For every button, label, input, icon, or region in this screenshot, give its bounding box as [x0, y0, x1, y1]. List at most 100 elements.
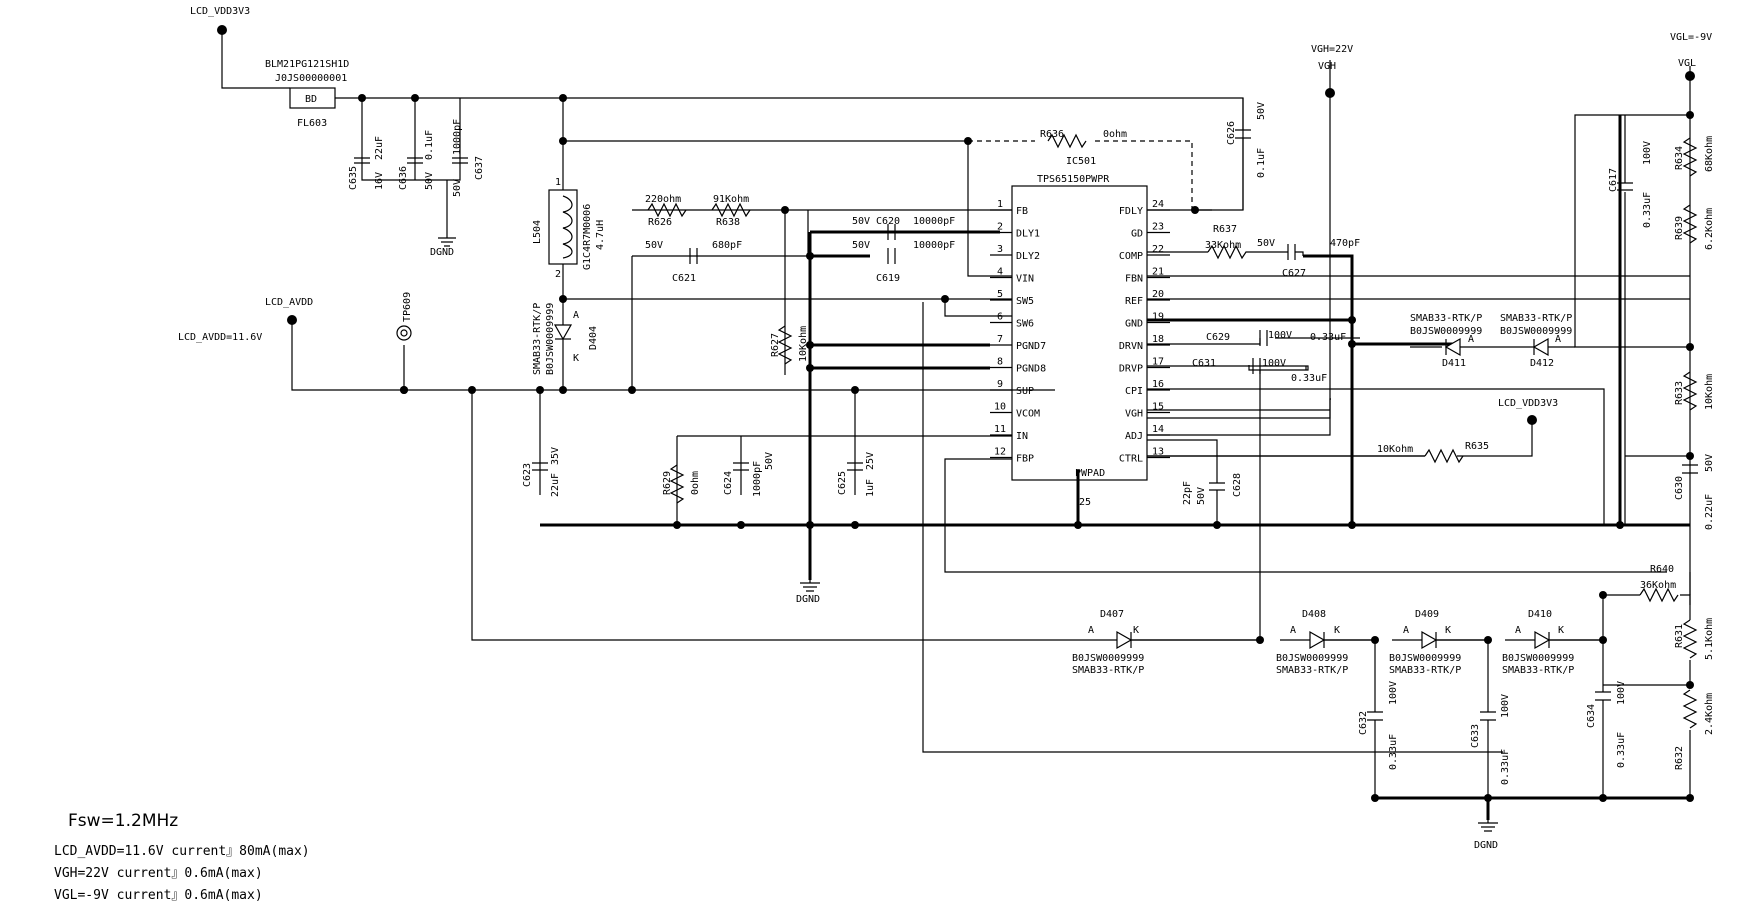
- ic-pin-name: FBN: [1125, 274, 1143, 285]
- r627-resistor: R627 10Kohm: [770, 325, 809, 365]
- ic-pin-number: 15: [1152, 402, 1164, 413]
- fl603-body-label: BD: [305, 94, 317, 105]
- c625-value: 1uF: [865, 479, 876, 497]
- c632-voltage: 100V: [1388, 681, 1399, 705]
- fl603-ref-label: FL603: [297, 118, 327, 129]
- c629-capacitor: C629 100V 0.33uF: [1206, 330, 1346, 346]
- r632-ref: R632: [1674, 746, 1685, 770]
- c630-voltage: 50V: [1704, 454, 1715, 472]
- c623-capacitor: C623 22uF 35V: [522, 447, 561, 497]
- lcd-avdd-label: LCD_AVDD: [265, 297, 313, 308]
- d410-code: B0JSW0009999: [1502, 653, 1574, 664]
- l504-ref: L504: [532, 220, 543, 244]
- l504-inductor: 1 2 L504 G1C4R7M0006 4.7uH: [532, 177, 606, 280]
- ground-symbol-2: DGND: [796, 580, 820, 605]
- ic-pin-name: DLY1: [1016, 229, 1040, 240]
- vgl-label: VGL: [1678, 58, 1696, 69]
- fl603-ferrite-bead: BD BLM21PG121SH1D J0JS00000001 FL603: [265, 59, 349, 129]
- d404-ref: D404: [588, 326, 599, 350]
- c631-ref: C631: [1192, 358, 1216, 369]
- ic-pin-name: DLY2: [1016, 251, 1040, 262]
- lcd-avdd-port: LCD_AVDD LCD_AVDD=11.6V: [178, 297, 313, 343]
- r635-ref: R635: [1465, 441, 1489, 452]
- d410-anode: A: [1515, 625, 1521, 636]
- c635-value: 22uF: [374, 136, 385, 160]
- r636-ref: R636: [1040, 129, 1064, 140]
- d404-part: SMAB33-RTK/P: [532, 303, 543, 375]
- r635-value: 10Kohm: [1377, 444, 1413, 455]
- c636-value: 0.1uF: [424, 130, 435, 160]
- vgl-value-label: VGL=-9V: [1670, 32, 1712, 43]
- r636-dashed-link: [968, 140, 1193, 210]
- ic-pin-number: 7: [997, 334, 1003, 345]
- dgnd-label-2: DGND: [796, 594, 820, 605]
- r640-ref: R640: [1650, 564, 1674, 575]
- r633-ref: R633: [1674, 381, 1685, 405]
- d411-part: SMAB33-RTK/P: [1410, 313, 1482, 324]
- r639-resistor: R639 6.2Kohm: [1674, 204, 1715, 250]
- ic-pin-name: GD: [1131, 229, 1143, 240]
- ic-left-pins: 1FB2DLY13DLY24VIN5SW56SW67PGND78PGND89SU…: [990, 199, 1046, 465]
- ic-pin-number: 12: [994, 447, 1006, 458]
- r626-resistor: 220ohm R626: [645, 194, 687, 228]
- r629-value: 0ohm: [690, 471, 701, 495]
- ic-pin-name: SUP: [1016, 386, 1034, 397]
- c617-value: 0.33uF: [1642, 192, 1653, 228]
- c619-capacitor: 50V 10000pF C619: [852, 240, 955, 284]
- c621-ref: C621: [672, 273, 696, 284]
- c623-ref: C623: [522, 463, 533, 487]
- c619-voltage: 50V: [852, 240, 870, 251]
- ground-symbol-1: DGND: [430, 235, 456, 258]
- r631-value: 5.1Kohm: [1704, 618, 1715, 660]
- l504-part: G1C4R7M0006: [582, 204, 593, 270]
- c621-voltage: 50V: [645, 240, 663, 251]
- r635-resistor: 10Kohm R635: [1377, 441, 1489, 464]
- d409-code: B0JSW0009999: [1389, 653, 1461, 664]
- c634-capacitor: C634 100V 0.33uF: [1586, 681, 1627, 768]
- d407-ref: D407: [1100, 609, 1124, 620]
- ic-pin-number: 6: [997, 312, 1003, 323]
- ic-pin-name: SW6: [1016, 319, 1034, 330]
- ic-right-pins: 24FDLY23GD22COMP21FBN20REF19GND18DRVN17D…: [1119, 199, 1170, 465]
- ic-part: TPS65150PWPR: [1037, 174, 1110, 185]
- l504-pin1: 1: [555, 177, 561, 188]
- fl603-part-label: BLM21PG121SH1D: [265, 59, 349, 70]
- c631-value: 0.33uF: [1291, 373, 1327, 384]
- c625-voltage: 25V: [865, 452, 876, 470]
- ic-pin-name: SW5: [1016, 296, 1034, 307]
- ic-pin-name: DRVN: [1119, 341, 1143, 352]
- dgnd-label-1: DGND: [430, 247, 454, 258]
- ic-pwpad: PWPAD: [1075, 468, 1105, 479]
- tp609-label: TP609: [402, 292, 413, 322]
- c628-voltage: 50V: [1196, 487, 1207, 505]
- c627-ref: C627: [1282, 268, 1306, 279]
- wires: [221, 30, 1691, 798]
- c633-voltage: 100V: [1500, 694, 1511, 718]
- ic-pin-name: CPI: [1125, 386, 1143, 397]
- r640-resistor: R640 36Kohm: [1639, 564, 1679, 603]
- fsw-note: Fsw=1.2MHz: [68, 811, 178, 831]
- ic-pin-name: PGND7: [1016, 341, 1046, 352]
- c625-ref: C625: [837, 471, 848, 495]
- ground-bus: [540, 115, 1690, 820]
- ic-pin-number: 10: [994, 402, 1006, 413]
- r631-resistor: R631 5.1Kohm: [1674, 618, 1715, 660]
- ic-pin-name: COMP: [1119, 251, 1143, 262]
- c635-voltage: 16V: [374, 172, 385, 190]
- ic-pin-number: 20: [1152, 289, 1164, 300]
- c624-voltage: 50V: [764, 452, 775, 470]
- r638-resistor: 91Kohm R638: [711, 194, 751, 228]
- ic-pin-number: 21: [1152, 267, 1164, 278]
- d408-part: SMAB33-RTK/P: [1276, 665, 1348, 676]
- ic-pin-name: VGH: [1125, 409, 1143, 420]
- d407-anode: A: [1088, 625, 1094, 636]
- r626-value: 220ohm: [645, 194, 681, 205]
- ic-pin-number: 17: [1152, 357, 1164, 368]
- d412-part: SMAB33-RTK/P: [1500, 313, 1572, 324]
- d410-ref: D410: [1528, 609, 1552, 620]
- ic-pin-name: REF: [1125, 296, 1143, 307]
- ic-pin-number: 4: [997, 267, 1003, 278]
- d407-part: SMAB33-RTK/P: [1072, 665, 1144, 676]
- c637-ref: C637: [474, 156, 485, 180]
- vgl-current-note: VGL=-9V current』0.6mA(max): [54, 888, 263, 903]
